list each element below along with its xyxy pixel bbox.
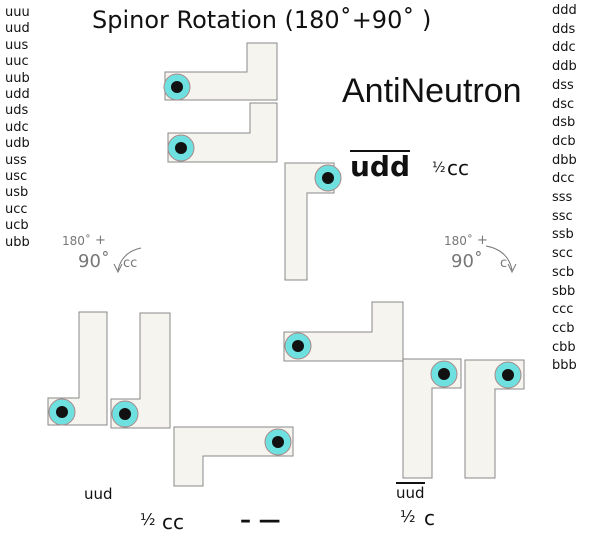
quark-combo: udc [5,119,29,135]
rot-right-90: 90˚ [451,251,483,272]
l-shape [464,359,525,479]
rot-left-dir: cc [123,256,138,271]
l-shape [164,42,278,101]
rot-left-90: 90˚ [78,251,110,272]
rot-left-180: 180˚ [62,234,91,248]
quark-combo: usc [5,169,28,185]
l-shape [402,358,462,479]
quark-combo: udb [5,136,30,152]
quark-combo: usb [5,185,29,201]
particle-name: AntiNeutron [342,72,522,110]
spinor-block [284,162,342,281]
spinor-block [163,42,278,101]
bottom-left-direction: cc [162,510,184,534]
quark-combo: scc [552,246,574,262]
quark-combo: dds [552,21,576,37]
cw-arrow-icon [485,245,517,274]
quark-combo: ccb [552,320,575,336]
ccw-arrow-icon [113,247,142,274]
spin-dot [438,368,450,380]
spin-dot [56,406,68,418]
rot-right-plus: + [477,233,488,248]
spin-dot [171,81,183,93]
quark-combo: uss [5,152,27,168]
top-fraction: ½ [432,160,446,176]
quark-combo: ddc [552,40,576,56]
spinor-block [402,358,462,479]
spinor-block [110,312,171,429]
quark-combo: uds [5,103,29,119]
bottom-left-fraction: ½ [140,510,156,529]
quark-combo: uus [5,37,29,53]
quark-combo: ucb [5,218,29,234]
quark-combo: ddb [552,59,577,75]
top-direction: cc [447,156,469,180]
quark-combo: dsc [552,96,575,112]
l-shape [284,162,335,281]
quark-combo: dcc [552,171,575,187]
bottom-right-direction: c [424,506,435,530]
quark-combo: uud [5,21,30,37]
quark-combo: ddd [552,3,577,18]
rot-right-dir: c [500,256,508,271]
bottom-left-dash: – — [240,508,281,533]
quark-combo: sss [552,190,573,206]
title: Spinor Rotation (180˚+90˚ ) [92,6,432,34]
top-quarks: udd [350,150,411,183]
quark-combo: bbb [552,358,577,374]
quark-combo: dcb [552,133,576,149]
quark-combo: ubb [5,234,30,250]
quark-combo: udd [5,87,30,103]
bottom-right-quarks: uud [396,482,425,502]
spin-dot [322,172,334,184]
rot-right-180: 180˚ [444,234,473,248]
quark-combo: scb [552,264,575,280]
quark-combo: ssc [552,208,573,224]
l-shape [283,301,404,362]
spin-dot [502,369,514,381]
l-shape [173,426,294,487]
quark-combo: uub [5,70,30,86]
spin-dot [119,408,131,420]
quark-combo: ccc [552,302,574,318]
spin-dot [292,340,304,352]
quark-combo: ssb [552,227,574,243]
quark-combo: ucc [5,201,28,217]
quark-combo: uuu [5,5,30,20]
spinor-block [47,311,108,426]
spinor-block [464,359,525,479]
quark-combo: cbb [552,339,576,355]
l-shape [110,312,171,429]
rot-left-plus: + [95,233,106,248]
quark-combo: uuc [5,54,29,70]
right-quark-list: ddd dds ddc ddb dss dsc dsb dcb dbb dcc sss ssc ssb s… [552,2,577,376]
quark-combo: dsb [552,115,576,131]
l-shape [47,311,108,426]
quark-combo: dbb [552,152,577,168]
quark-combo: sbb [552,283,576,299]
spinor-block [167,102,278,163]
spinor-block [283,301,404,362]
bottom-right-fraction: ½ [400,507,416,526]
spin-dot [272,436,284,448]
spin-dot [175,142,187,154]
l-shape [167,102,278,163]
bottom-left-quarks: uud [84,485,113,503]
quark-combo: dss [552,77,574,93]
spinor-block [173,426,294,487]
